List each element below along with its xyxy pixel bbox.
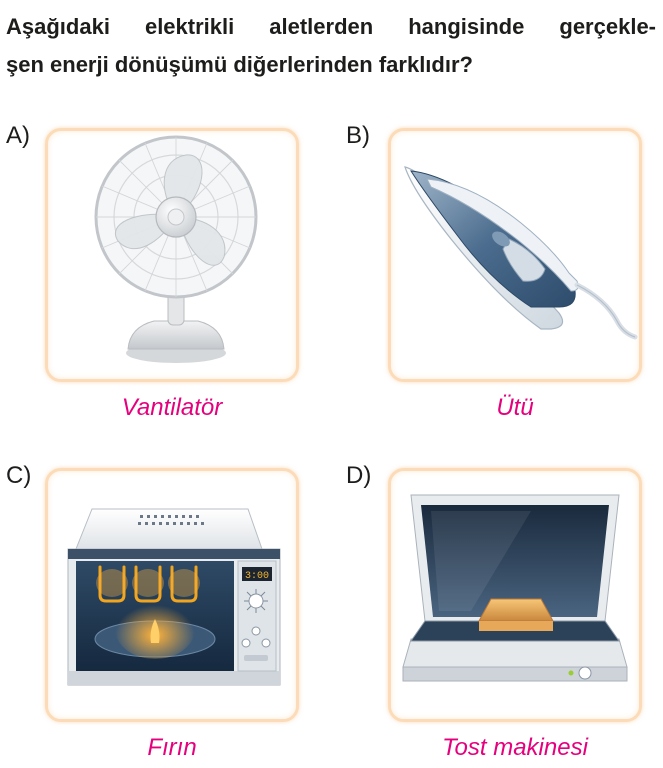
option-d-caption: Tost makinesi bbox=[442, 734, 588, 761]
microwave-display: 3:00 bbox=[245, 571, 269, 582]
option-a-caption: Vantilatör bbox=[121, 394, 223, 421]
option-a-card[interactable] bbox=[45, 128, 299, 382]
option-d-letter: D) bbox=[346, 462, 372, 489]
option-b-caption: Ütü bbox=[496, 394, 534, 421]
question-text: Aşağıdaki elektrikli aletlerden hangisin… bbox=[6, 8, 656, 84]
toaster-icon bbox=[402, 494, 628, 682]
option-b-card[interactable] bbox=[388, 128, 642, 382]
option-d-card[interactable] bbox=[388, 468, 642, 722]
option-a-letter: A) bbox=[6, 122, 30, 149]
fan-icon bbox=[94, 135, 258, 363]
question-line-1: Aşağıdaki elektrikli aletlerden hangisin… bbox=[6, 14, 656, 39]
option-c-letter: C) bbox=[6, 462, 32, 489]
microwave-oven-icon: 3:00 bbox=[67, 508, 281, 686]
option-c-card[interactable]: 3:00 bbox=[45, 468, 299, 722]
option-b-letter: B) bbox=[346, 122, 370, 149]
question-line-2: şen enerji dönüşümü diğerlerinden farklı… bbox=[6, 52, 473, 77]
iron-icon bbox=[404, 166, 638, 340]
option-c-caption: Fırın bbox=[147, 734, 197, 761]
